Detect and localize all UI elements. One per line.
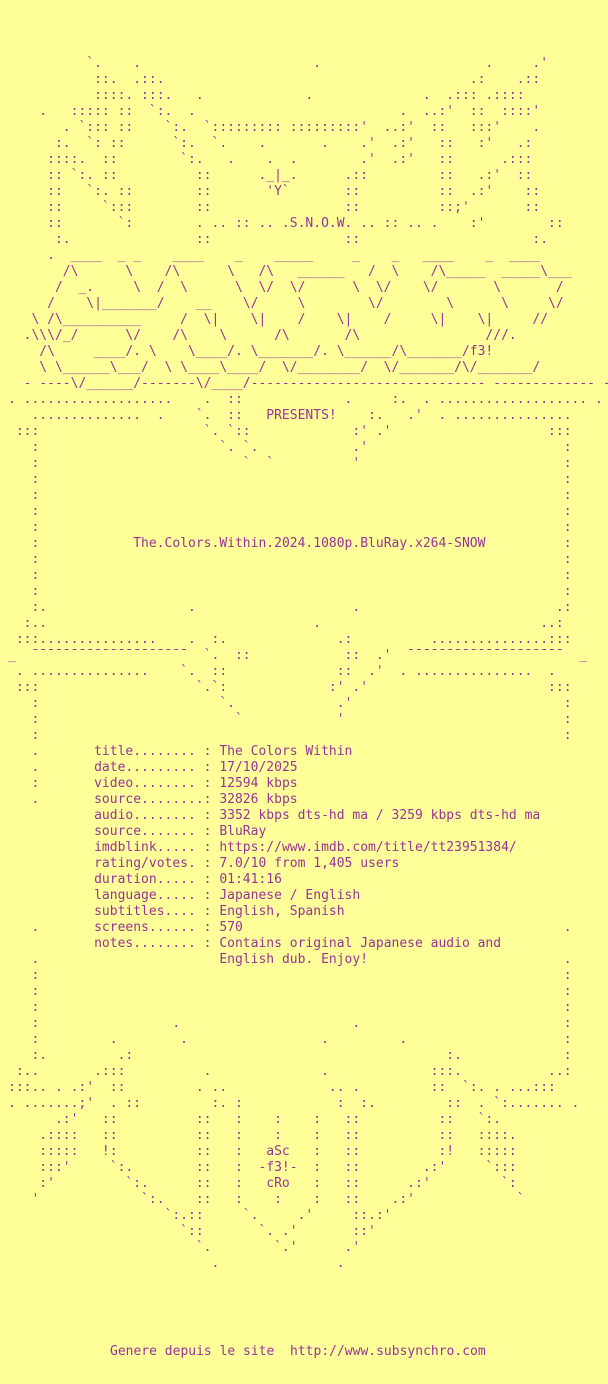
info-row-margin	[8, 904, 94, 919]
info-row-margin	[8, 872, 94, 887]
presents-label: PRESENTS!	[266, 408, 337, 423]
info-row-video: : video........ : 12594 kbps	[8, 776, 608, 792]
info-label-title: title........ :	[94, 744, 220, 759]
info-value-rating-votes: 7.0/10 from 1,405 users	[219, 856, 400, 871]
info-row-audio: audio........ : 3352 kbps dts-hd ma / 32…	[8, 808, 608, 824]
presents-art-right: :. .' . ...............	[336, 408, 572, 423]
info-row-source: source....... : BluRay	[8, 824, 608, 840]
nfo-document: `. . . . .' ::. .::. .: .:: ::::. :::. .…	[8, 56, 608, 1360]
info-row-date: . date......... : 17/10/2025	[8, 760, 608, 776]
release-info-block: . title........ : The Colors Within . da…	[8, 744, 608, 968]
info-row-rating-votes: rating/votes. : 7.0/10 from 1,405 users	[8, 856, 608, 872]
info-row-margin: .	[8, 952, 220, 967]
info-row-margin	[8, 824, 94, 839]
info-value-source-bitrate: 32826 kbps	[219, 792, 298, 807]
info-label-video: video........ :	[94, 776, 220, 791]
info-row-subtitles: subtitles.... : English, Spanish	[8, 904, 608, 920]
frame-lower: : : : : :	[31, 968, 572, 1063]
presents-line: .............. . `. :: PRESENTS! :. .' .…	[8, 408, 608, 424]
info-value-date: 17/10/2025	[219, 760, 298, 775]
info-value-subtitles: English, Spanish	[219, 904, 345, 919]
info-row-margin: .	[8, 744, 95, 759]
info-label-source-bitrate: source........:	[94, 792, 220, 807]
info-label-imdblink: imdblink..... :	[94, 840, 220, 855]
info-value-language: Japanese / English	[219, 888, 361, 903]
info-label-notes: notes........ :	[94, 936, 220, 951]
info-row-margin: :	[8, 776, 95, 791]
info-value-imdblink: https://www.imdb.com/title/tt23951384/	[219, 840, 517, 855]
info-row-margin	[8, 888, 94, 903]
release-name-line: : The.Colors.Within.2024.1080p.BluRay.x2…	[8, 536, 608, 552]
frame-upper: ::: `. `:: :' .' ::: : `. `. .' : : ` ` …	[15, 424, 572, 535]
ascii-art-snow-logo: . ____ _ _ ____ _ _____ _ _ ____ _ ____ …	[23, 248, 608, 391]
info-label-rating-votes: rating/votes. :	[94, 856, 220, 871]
presents-frame-top: . ................... . :: . :. . ......…	[8, 392, 603, 407]
info-row-margin	[8, 856, 94, 871]
info-value-video: 12594 kbps	[219, 776, 298, 791]
info-label-subtitles: subtitles.... :	[94, 904, 220, 919]
info-row-margin: .	[8, 792, 95, 807]
info-row-notes-continuation: . English dub. Enjoy! .	[8, 952, 608, 968]
info-label-language: language..... :	[94, 888, 220, 903]
info-row-duration: duration..... : 01:41:16	[8, 872, 608, 888]
release-name: The.Colors.Within.2024.1080p.BluRay.x264…	[133, 536, 486, 551]
info-value-notes: Contains original Japanese audio and	[219, 936, 502, 951]
info-row-margin	[8, 936, 94, 951]
frame-edge-right: :	[485, 536, 572, 551]
frame-edge-left: :	[8, 536, 134, 551]
footer-credit: Genere depuis le site http://www.subsync…	[8, 1344, 608, 1360]
info-label-source: source....... :	[94, 824, 220, 839]
info-value-screens: 570	[219, 920, 243, 935]
info-row-source-bitrate: . source........: 32826 kbps	[8, 792, 608, 808]
presents-art-left: .............. . `. ::	[8, 408, 267, 423]
info-value-audio: 3352 kbps dts-hd ma / 3259 kbps dts-hd m…	[219, 808, 541, 823]
info-row-margin	[8, 808, 94, 823]
info-row-edge: .	[242, 920, 572, 935]
info-row-notes: notes........ : Contains original Japane…	[8, 936, 608, 952]
ascii-art-bottom-gate: :.. .::: . . :::. ..: :::.. . .:' :: . .…	[8, 1064, 580, 1271]
info-row-imdblink: imdblink..... : https://www.imdb.com/tit…	[8, 840, 608, 856]
info-value-duration: 01:41:16	[219, 872, 282, 887]
info-row-screens: . screens...... : 570 .	[8, 920, 608, 936]
footer-text: Genere depuis le site http://www.subsync…	[110, 1344, 486, 1359]
info-label-date: date......... :	[94, 760, 220, 775]
info-label-screens: screens...... :	[94, 920, 220, 935]
info-row-margin: .	[8, 760, 95, 775]
info-row-language: language..... : Japanese / English	[8, 888, 608, 904]
info-row-title: . title........ : The Colors Within	[8, 744, 608, 760]
info-value-notes-continuation: English dub. Enjoy!	[219, 952, 369, 967]
info-row-margin: .	[8, 920, 95, 935]
info-value-source: BluRay	[219, 824, 267, 839]
info-value-title: The Colors Within	[219, 744, 353, 759]
info-row-margin	[8, 840, 94, 855]
info-label-duration: duration..... :	[94, 872, 220, 887]
ascii-art-snow-mountain: `. . . . .' ::. .::. .: .:: ::::. :::. .…	[39, 56, 564, 247]
frame-middle: : : : : :	[8, 552, 588, 743]
info-label-audio: audio........ :	[94, 808, 220, 823]
info-row-edge: .	[368, 952, 572, 967]
